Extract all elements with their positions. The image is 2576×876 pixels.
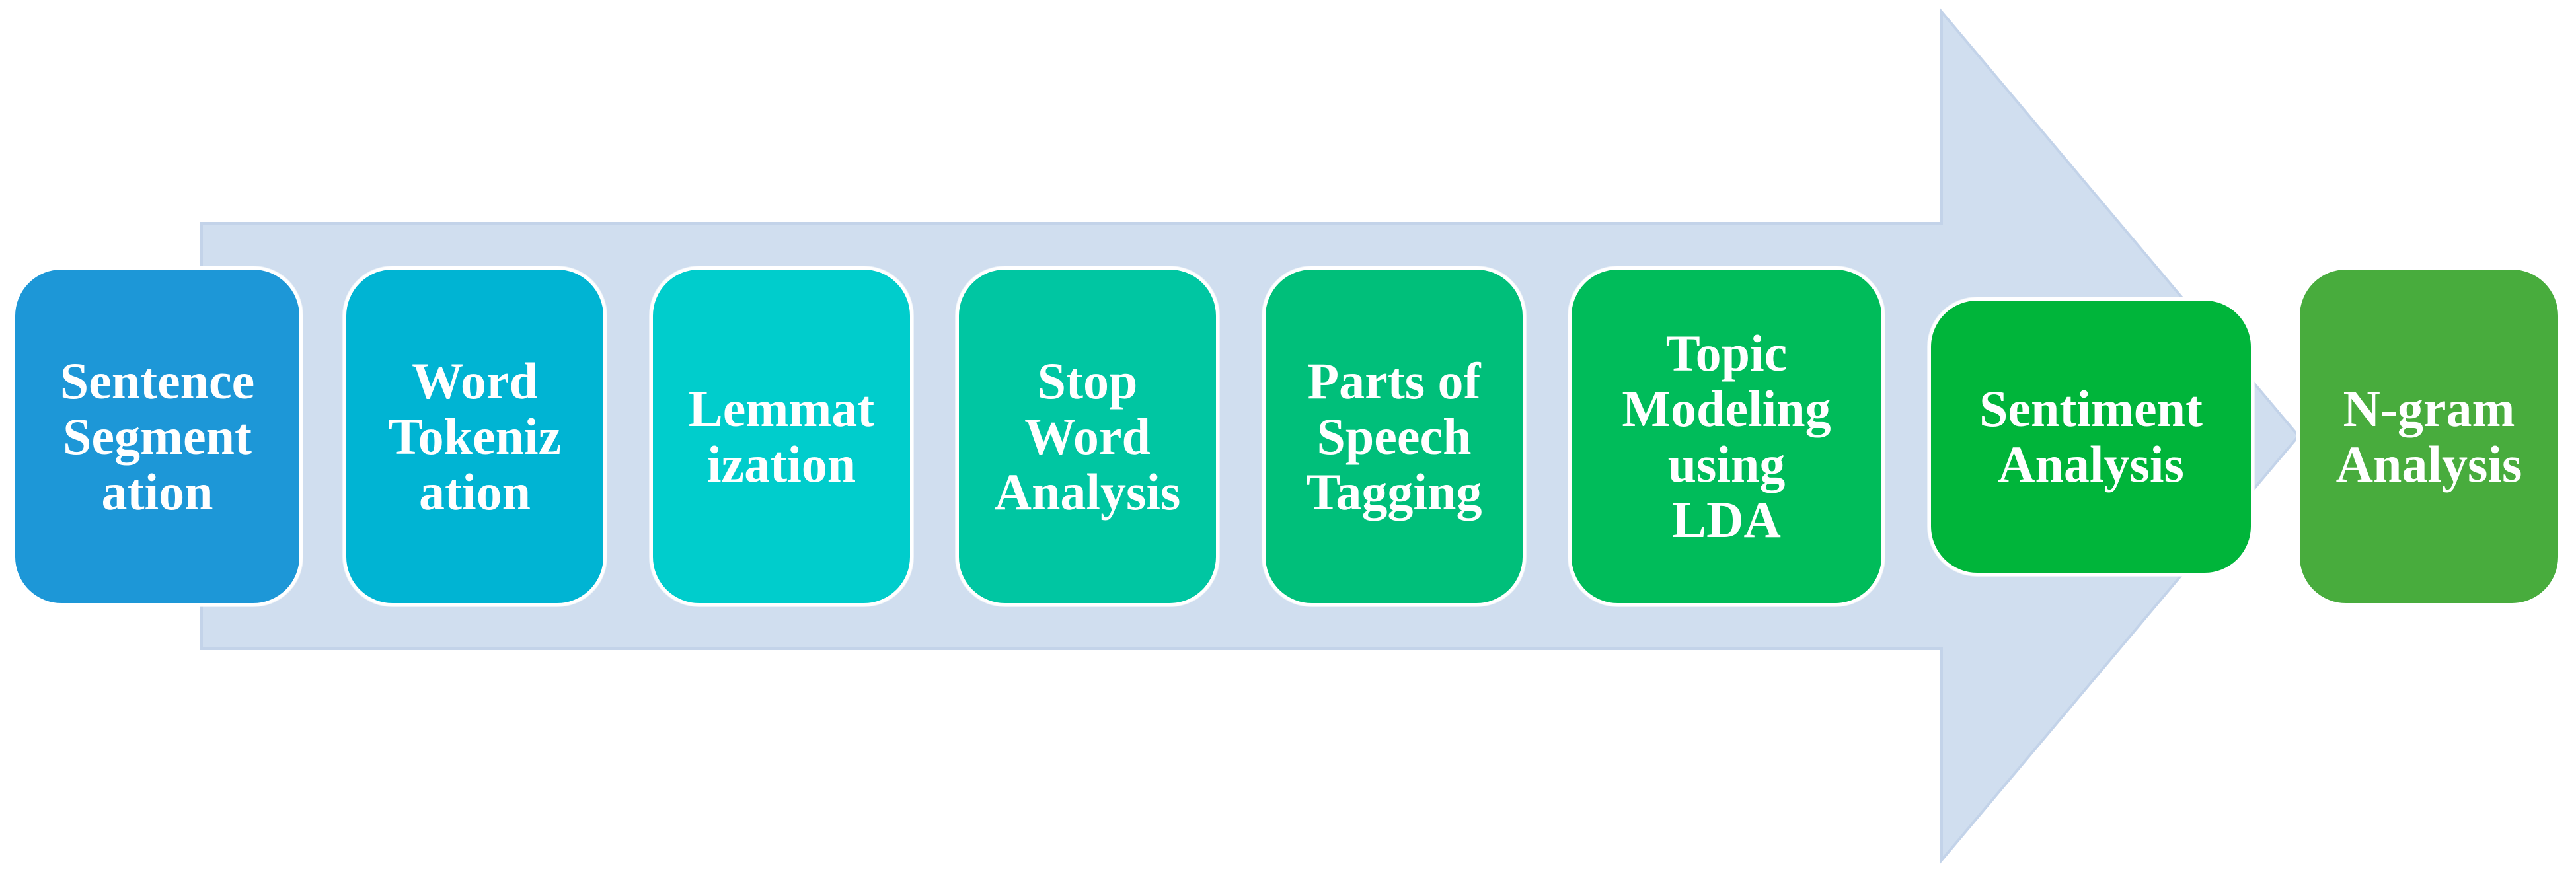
step-stop-word-analysis: Stop Word Analysis bbox=[956, 266, 1219, 606]
step-sentiment-analysis: Sentiment Analysis bbox=[1928, 297, 2254, 576]
step-parts-of-speech-tagging: Parts of Speech Tagging bbox=[1262, 266, 1526, 606]
step-word-tokenization: Word Tokeniz ation bbox=[343, 266, 607, 606]
step-topic-modeling-lda: Topic Modeling using LDA bbox=[1568, 266, 1885, 606]
background-arrow-shape bbox=[200, 8, 2300, 864]
step-ngram-analysis: N-gram Analysis bbox=[2296, 266, 2561, 606]
step-sentence-segmentation: Sentence Segment ation bbox=[12, 266, 303, 606]
step-lemmatization: Lemmat ization bbox=[650, 266, 913, 606]
